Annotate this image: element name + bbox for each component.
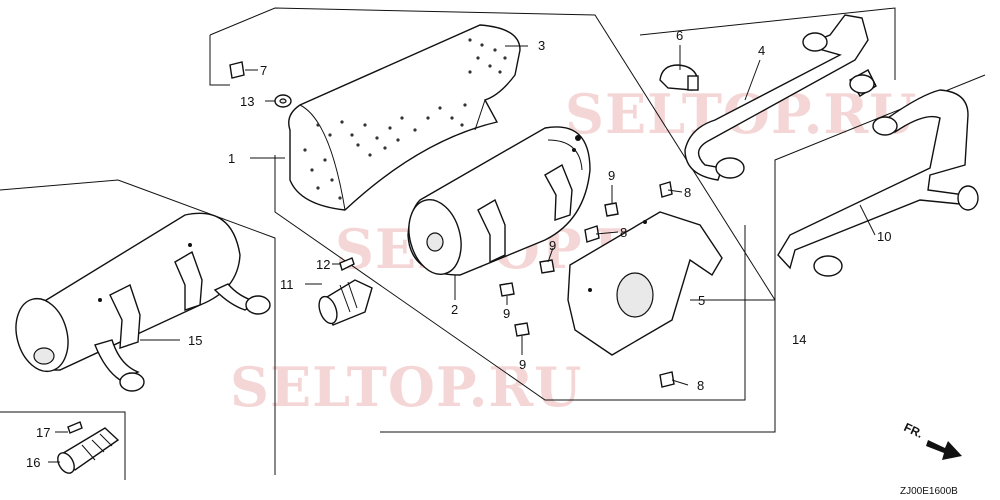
bracket-part-5: [567, 211, 723, 356]
front-direction-label: FR.: [902, 420, 925, 441]
exhaust-pipe-part-4: [684, 14, 877, 181]
front-direction-indicator: FR.: [902, 420, 962, 460]
part-label-13: 13: [240, 94, 254, 109]
part-label-17: 17: [36, 425, 50, 440]
part-label-8-b: 8: [620, 225, 627, 240]
heat-shield-part-3: [288, 24, 521, 211]
clamp-part-6: [659, 64, 699, 91]
part-label-16: 16: [26, 455, 40, 470]
part-label-10: 10: [877, 229, 891, 244]
muffler-part-2: [407, 126, 591, 276]
exhaust-pipe-part-10: [777, 89, 979, 277]
hardware-bolts: [229, 61, 675, 388]
part-label-4: 4: [758, 43, 765, 58]
part-label-14: 14: [792, 332, 806, 347]
part-label-6: 6: [676, 28, 683, 43]
leader-lines: [48, 45, 876, 463]
spark-arrester-part-11: [318, 257, 373, 326]
part-label-12: 12: [316, 257, 330, 272]
part-label-9-b: 9: [549, 238, 556, 253]
part-label-3: 3: [538, 38, 545, 53]
part-label-9-c: 9: [503, 306, 510, 321]
front-arrow-icon: [926, 440, 962, 460]
part-label-9-d: 9: [519, 357, 526, 372]
spark-arrester-part-16: [57, 421, 120, 474]
part-label-9-a: 9: [608, 168, 615, 183]
part-label-8-c: 8: [697, 378, 704, 393]
part-label-11: 11: [280, 277, 294, 292]
part-label-8-a: 8: [684, 185, 691, 200]
watermark-bottom: SELTOP.RU: [230, 355, 582, 419]
part-label-15: 15: [188, 333, 202, 348]
part-label-2: 2: [451, 302, 458, 317]
part-label-5: 5: [698, 293, 705, 308]
drawing-code: ZJ00E1600B: [900, 486, 958, 497]
muffler-part-15: [15, 212, 271, 392]
part-labels: 1 2 3 4 5 6 7 8 8 8 9 9 9 9 10 11 12 13 …: [26, 28, 891, 470]
part-label-1: 1: [228, 151, 235, 166]
part-label-7: 7: [260, 63, 267, 78]
